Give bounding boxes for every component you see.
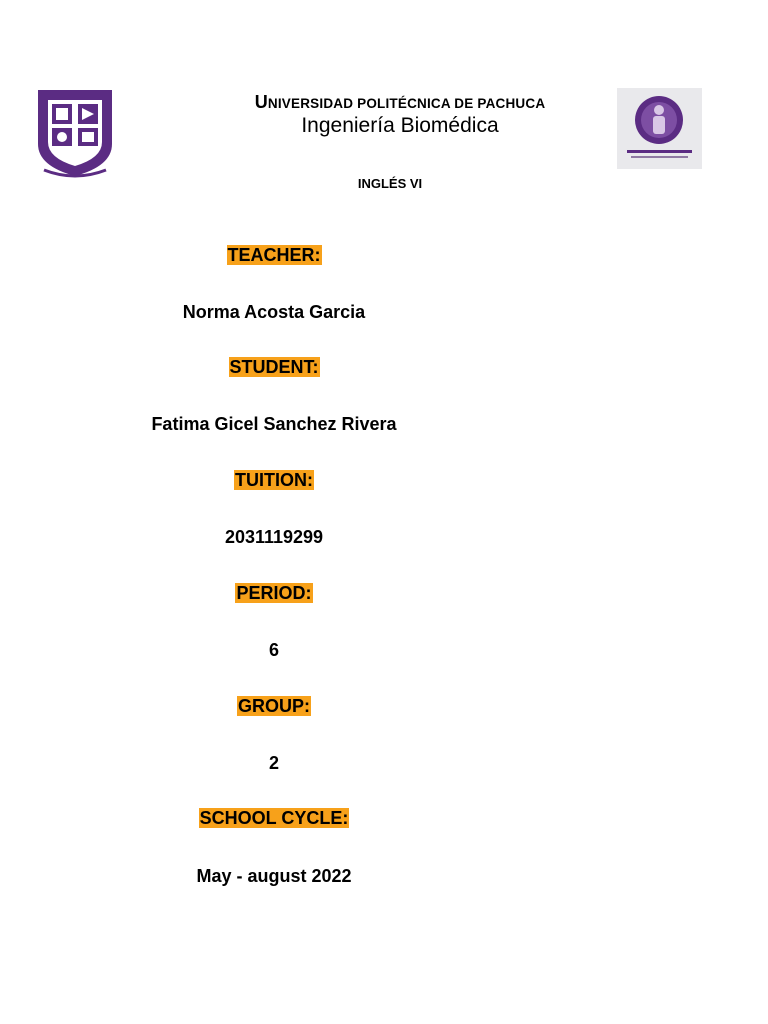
student-value: Fatima Gicel Sanchez Rivera: [151, 414, 397, 434]
school-cycle-label: SCHOOL CYCLE:: [24, 808, 524, 829]
university-name-initial: U: [254, 92, 268, 112]
teacher-label: TEACHER:: [24, 245, 524, 266]
university-name-rest: NIVERSIDAD POLITÉCNICA DE PACHUCA: [267, 96, 546, 111]
tuition-label: TUITION:: [24, 470, 524, 491]
group-value: 2: [268, 753, 279, 773]
course-name: INGLÉS VI: [357, 176, 423, 191]
period-value: 6: [268, 640, 279, 660]
tuition-value: 2031119299: [224, 527, 324, 547]
school-cycle-value: May - august 2022: [196, 866, 352, 886]
tuition-label-text: TUITION:: [234, 470, 314, 490]
university-crest-logo: [34, 86, 116, 178]
group-label: GROUP:: [24, 696, 524, 717]
period-label-text: PERIOD:: [235, 583, 313, 603]
school-cycle-label-text: SCHOOL CYCLE:: [198, 808, 350, 828]
period-label: PERIOD:: [24, 583, 524, 604]
group-label-text: GROUP:: [237, 696, 311, 716]
biomedical-engineering-logo: [617, 88, 702, 169]
teacher-value: Norma Acosta Garcia: [182, 302, 366, 322]
student-label: STUDENT:: [24, 357, 524, 378]
career-name: Ingeniería Biomédica: [301, 114, 499, 137]
student-label-text: STUDENT:: [228, 357, 320, 377]
university-name: UNIVERSIDAD POLITÉCNICA DE PACHUCA: [200, 92, 600, 113]
teacher-label-text: TEACHER:: [226, 245, 322, 265]
